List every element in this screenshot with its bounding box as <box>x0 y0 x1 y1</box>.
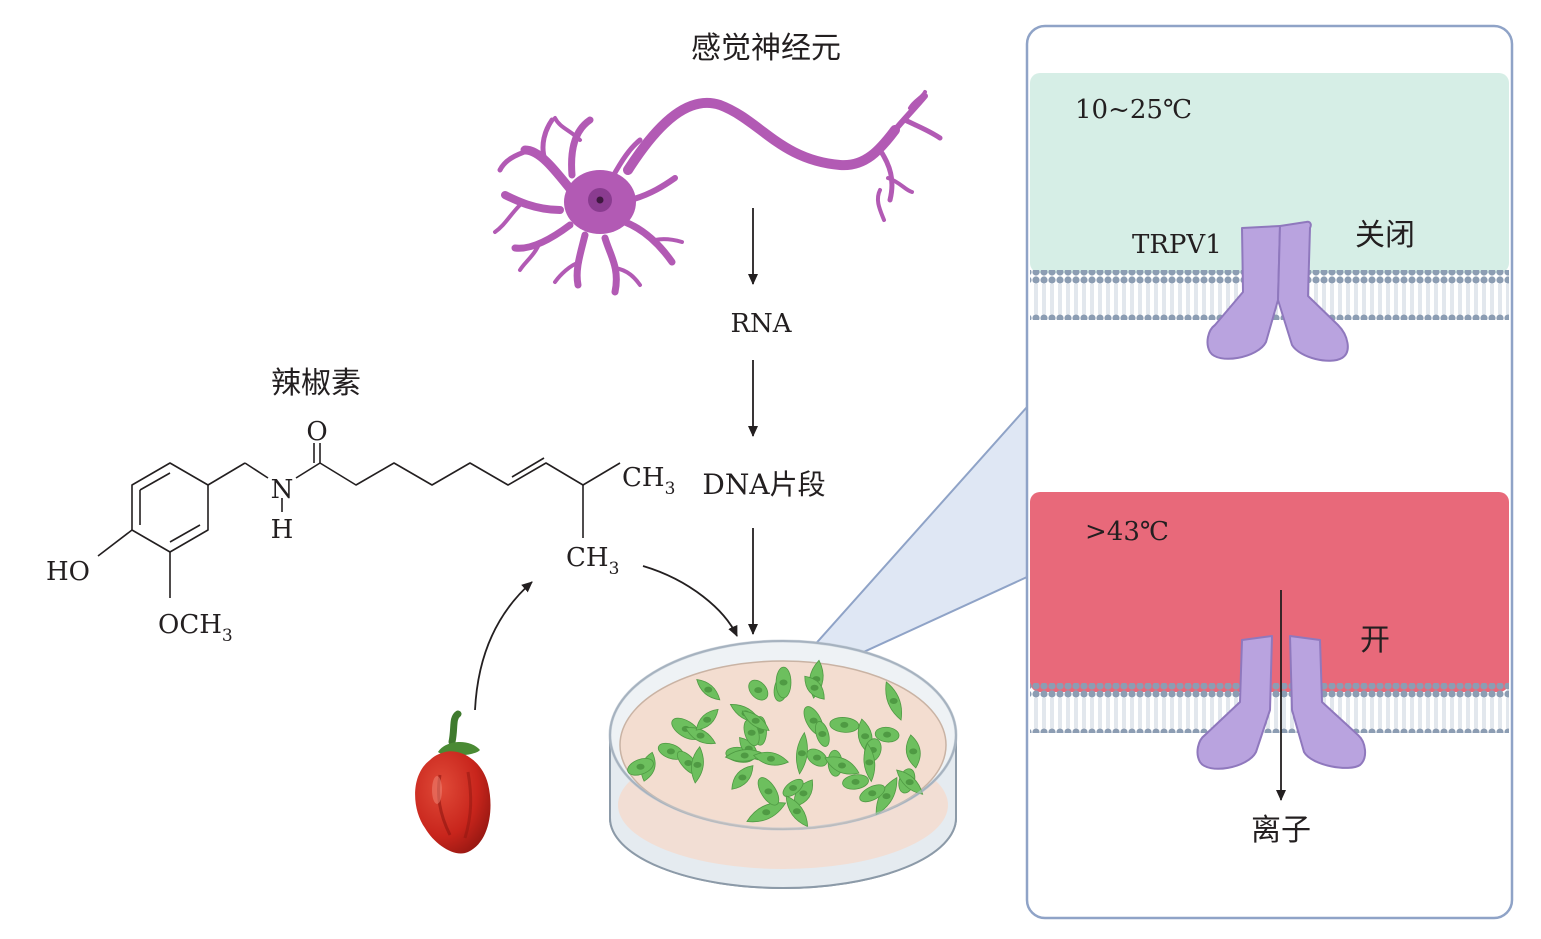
chili-pepper-icon <box>415 710 491 854</box>
cell-nucleus <box>889 697 898 704</box>
cold-temp-label: 10~25℃ <box>1075 95 1192 125</box>
cell-nucleus <box>764 788 773 795</box>
cell-nucleus <box>909 748 918 755</box>
cell-nucleus <box>883 731 892 738</box>
cell-nucleus <box>693 761 702 768</box>
trpv1-label: TRPV1 <box>1132 230 1222 260</box>
cell-nucleus <box>789 784 798 791</box>
dna-fragment-label: DNA片段 <box>702 468 825 501</box>
cell-nucleus <box>797 750 806 757</box>
cell-nucleus <box>779 679 788 686</box>
cell-nucleus <box>882 793 891 800</box>
cell-nucleus <box>813 754 822 761</box>
cell-nucleus <box>751 717 760 724</box>
hydroxyl-ho: HO <box>46 557 90 587</box>
cell-nucleus <box>861 733 870 740</box>
amide-n: N <box>271 475 294 505</box>
cell-nucleus <box>818 730 827 737</box>
methoxy-och3: OCH3 <box>158 610 233 646</box>
cell-nucleus <box>704 686 713 693</box>
open-label: 开 <box>1360 623 1390 658</box>
cell-nucleus <box>792 808 801 815</box>
trpv1-closed-channel <box>1206 220 1349 362</box>
capsaicin-structure: 辣椒素 O N H <box>46 366 675 646</box>
cell-nucleus <box>905 779 914 786</box>
petri-dish <box>608 639 958 889</box>
cell-nucleus <box>636 763 645 770</box>
cell-nucleus <box>754 687 763 694</box>
cell-nucleus <box>762 809 771 816</box>
cell-nucleus <box>799 790 808 797</box>
cell-nucleus <box>666 748 675 755</box>
cell-nucleus <box>868 790 877 797</box>
amide-h: H <box>271 515 294 545</box>
neuron-label: 感觉神经元 <box>691 31 841 66</box>
cell-nucleus <box>810 684 819 691</box>
cell-nucleus <box>851 778 860 785</box>
trpv1-open-channel <box>1196 635 1366 770</box>
rna-label: RNA <box>730 309 792 339</box>
cell-nucleus <box>703 716 712 723</box>
methyl-ch3-bottom: CH3 <box>566 543 619 579</box>
sensory-neuron: 感觉神经元 <box>493 31 943 296</box>
ions-label: 离子 <box>1251 813 1311 848</box>
cell-nucleus <box>740 752 749 759</box>
cell-nucleus <box>684 759 693 766</box>
cell-nucleus <box>865 759 874 766</box>
trpv1-panel: 10~25℃ TRPV1 关闭 >43℃ 开 离子 <box>1025 24 1514 920</box>
cell-nucleus <box>837 762 846 769</box>
cell-nucleus <box>696 732 705 739</box>
hot-temp-label: >43℃ <box>1085 517 1169 547</box>
carbonyl-o: O <box>306 417 327 447</box>
cell-nucleus <box>747 729 756 736</box>
cell-nucleus <box>809 717 818 724</box>
cell-nucleus <box>766 755 775 762</box>
closed-label: 关闭 <box>1355 218 1415 253</box>
capsaicin-label: 辣椒素 <box>271 366 361 401</box>
flow-arrows <box>474 208 758 711</box>
methyl-ch3-top: CH3 <box>622 463 675 499</box>
cell-nucleus <box>738 774 747 781</box>
cold-zone <box>1030 73 1509 273</box>
hot-zone <box>1030 492 1509 692</box>
cell-culture <box>627 659 924 828</box>
cell-nucleus <box>840 721 849 728</box>
